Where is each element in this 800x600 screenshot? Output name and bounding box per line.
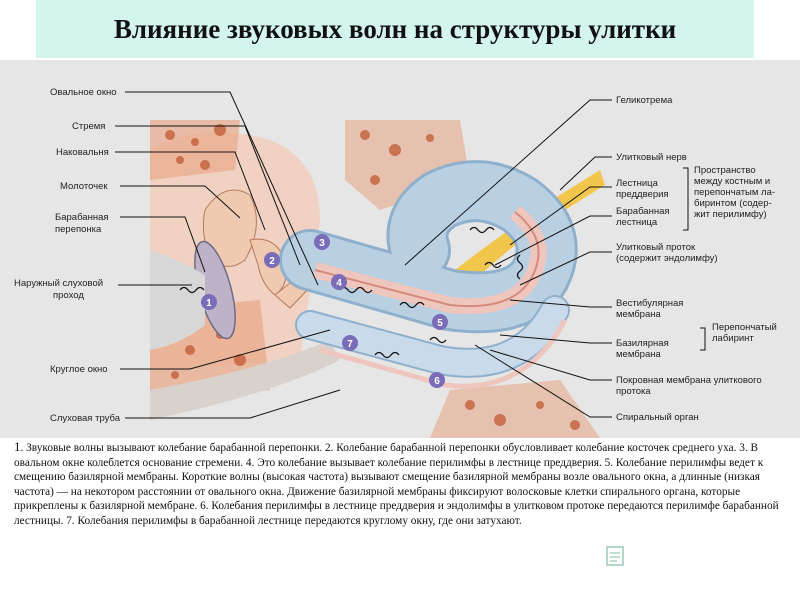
caption: 1. Звуковые волны вызывают колебание бар…: [14, 439, 786, 529]
label-perilymph-space-2: между костным и: [694, 176, 770, 187]
label-cochlear-nerve: Улитковый нерв: [616, 152, 687, 163]
step-marker-1: [201, 294, 217, 310]
step-marker-2: [264, 252, 280, 268]
step-marker-3: [314, 234, 330, 250]
step-number-5: 5: [437, 318, 443, 329]
label-ear-canal-2: проход: [53, 290, 84, 301]
label-membranous-labyrinth-2: лабиринт: [712, 333, 754, 344]
step-number-6: 6: [434, 376, 440, 387]
step-number-1: 1: [206, 298, 212, 309]
label-scala-tympani-2: лестница: [616, 217, 658, 228]
label-tectorial-membrane-2: протока: [616, 386, 651, 397]
watermark-icon: [606, 546, 624, 566]
wave-arrows: [179, 226, 524, 359]
label-scala-vestibuli-1: Лестница: [616, 178, 659, 189]
label-tympanic-membrane-2: перепонка: [55, 224, 102, 235]
label-perilymph-space-4: биринтом (содер-: [694, 198, 772, 209]
step-number-4: 4: [336, 278, 342, 289]
step-marker-7: [342, 335, 358, 351]
caption-text: . Звуковые волны вызывают колебание бара…: [14, 442, 779, 527]
label-cochlear-duct-1: Улитковый проток: [616, 242, 696, 253]
label-vestibular-membrane-1: Вестибулярная: [616, 298, 683, 309]
label-basilar-membrane-2: мембрана: [616, 349, 661, 360]
label-oval-window: Овальное окно: [50, 87, 117, 98]
page-title: Влияние звуковых волн на структуры улитк…: [113, 14, 677, 44]
label-scala-vestibuli-2: преддверия: [616, 189, 669, 200]
label-perilymph-space-3: перепончатым ла-: [694, 187, 775, 198]
label-basilar-membrane-1: Базилярная: [616, 338, 669, 349]
label-tectorial-membrane-1: Покровная мембрана улиткового: [616, 375, 762, 386]
label-incus: Наковальня: [56, 147, 109, 158]
label-auditory-tube: Слуховая труба: [50, 413, 121, 424]
step-markers: 1 2 3 4 5 6 7: [201, 234, 448, 388]
step-number-2: 2: [269, 256, 275, 267]
label-perilymph-space-5: жит перилимфу): [694, 209, 767, 220]
label-tympanic-membrane-1: Барабанная: [55, 212, 109, 223]
caption-lead-number: 1: [14, 439, 21, 454]
step-number-7: 7: [347, 339, 353, 350]
step-number-3: 3: [319, 238, 325, 249]
label-scala-tympani-1: Барабанная: [616, 206, 670, 217]
ear-canal: [150, 250, 205, 350]
step-marker-6: [429, 372, 445, 388]
label-stapes: Стремя: [72, 121, 105, 132]
label-ear-canal-1: Наружный слуховой: [14, 278, 103, 289]
label-cochlear-duct-2: (содержит эндолимфу): [616, 253, 718, 264]
leader-lines-right: [404, 99, 706, 418]
labels-right: Геликотрема Улитковый нерв Лестница пред…: [616, 95, 777, 423]
labels-left: Овальное окно Стремя Наковальня Молоточе…: [14, 87, 121, 424]
label-membranous-labyrinth-1: Перепончатый: [712, 322, 777, 333]
caption-paragraph: 1. Звуковые волны вызывают колебание бар…: [14, 439, 786, 529]
auditory-tube: [150, 340, 340, 420]
label-round-window: Круглое окно: [50, 364, 108, 375]
cochlea-tube: [279, 160, 578, 389]
step-marker-5: [432, 314, 448, 330]
label-malleus: Молоточек: [60, 181, 108, 192]
cochlea-diagram: 1 2 3 4 5 6 7 Ова: [14, 87, 777, 438]
label-spiral-organ: Спиральный орган: [616, 412, 699, 423]
step-marker-4: [331, 274, 347, 290]
label-perilymph-space-1: Пространство: [694, 165, 756, 176]
label-vestibular-membrane-2: мембрана: [616, 309, 661, 320]
leader-lines-left: [115, 91, 341, 419]
label-helicotrema: Геликотрема: [616, 95, 673, 106]
title-bar: Влияние звуковых волн на структуры улитк…: [36, 0, 754, 58]
